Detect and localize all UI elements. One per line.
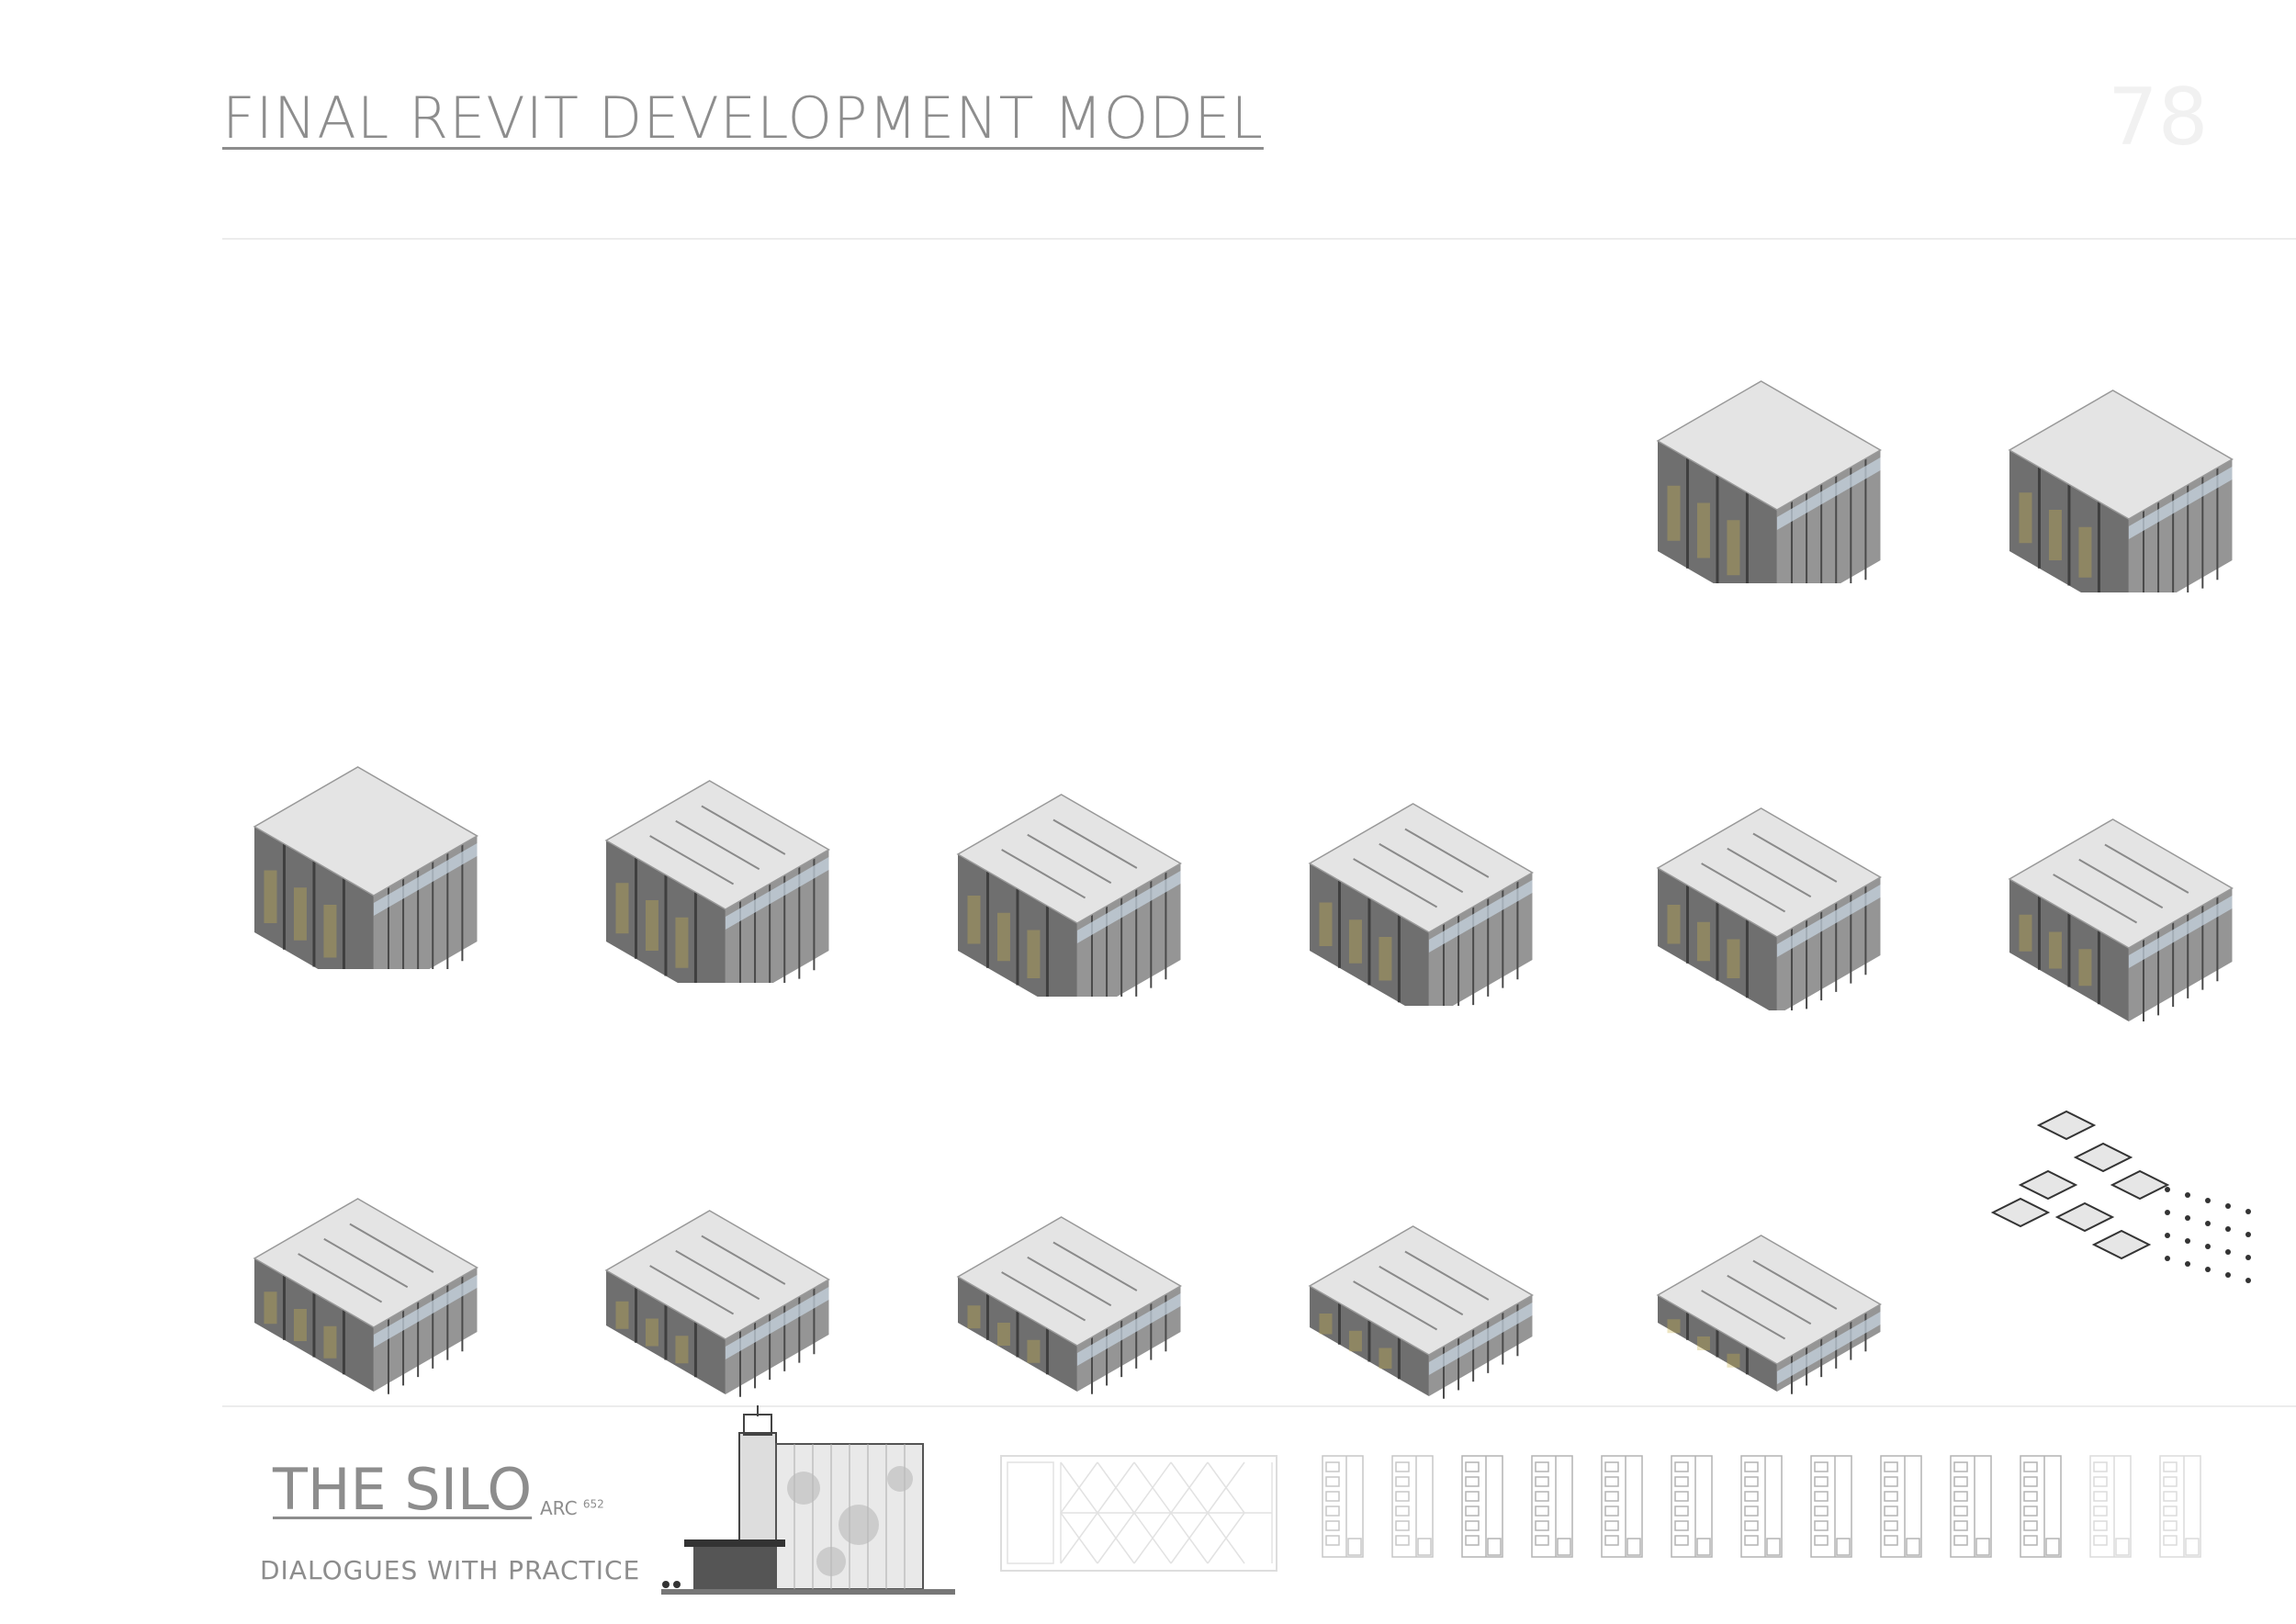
axonometric-model-7 <box>1639 735 1933 1010</box>
floor-plan-sequence <box>1313 1405 2250 1617</box>
axonometric-model-12 <box>1291 1153 1585 1428</box>
axonometric-model-13 <box>1639 1162 1933 1438</box>
course-code: ARC 652 <box>540 1497 604 1519</box>
silo-elevation-sketch <box>657 1405 960 1617</box>
axonometric-model-6 <box>1291 730 1585 1006</box>
project-title: THE SILO <box>273 1456 533 1523</box>
axonometric-model-8 <box>1991 746 2285 1021</box>
axonometric-model-5 <box>940 721 1233 997</box>
exploded-floor-plates <box>1984 1107 2278 1300</box>
axonometric-model-2 <box>1991 317 2285 592</box>
header-divider <box>222 238 2296 240</box>
project-subtitle: DIALOGUES WITH PRACTICE <box>260 1555 641 1585</box>
axonometric-model-9 <box>236 1125 530 1401</box>
axonometric-model-1 <box>1639 308 1933 583</box>
axonometric-model-4 <box>588 707 882 983</box>
course-number: 652 <box>582 1497 604 1511</box>
axonometric-model-11 <box>940 1144 1233 1419</box>
footer-divider <box>222 1405 2296 1407</box>
page-number: 78 <box>2108 72 2209 164</box>
course-prefix: ARC <box>540 1497 578 1519</box>
facade-pattern-drawing <box>996 1405 1281 1617</box>
axonometric-model-3 <box>236 694 530 969</box>
axonometric-model-10 <box>588 1137 882 1413</box>
page-title: FINAL REVIT DEVELOPMENT MODEL <box>222 85 1264 152</box>
